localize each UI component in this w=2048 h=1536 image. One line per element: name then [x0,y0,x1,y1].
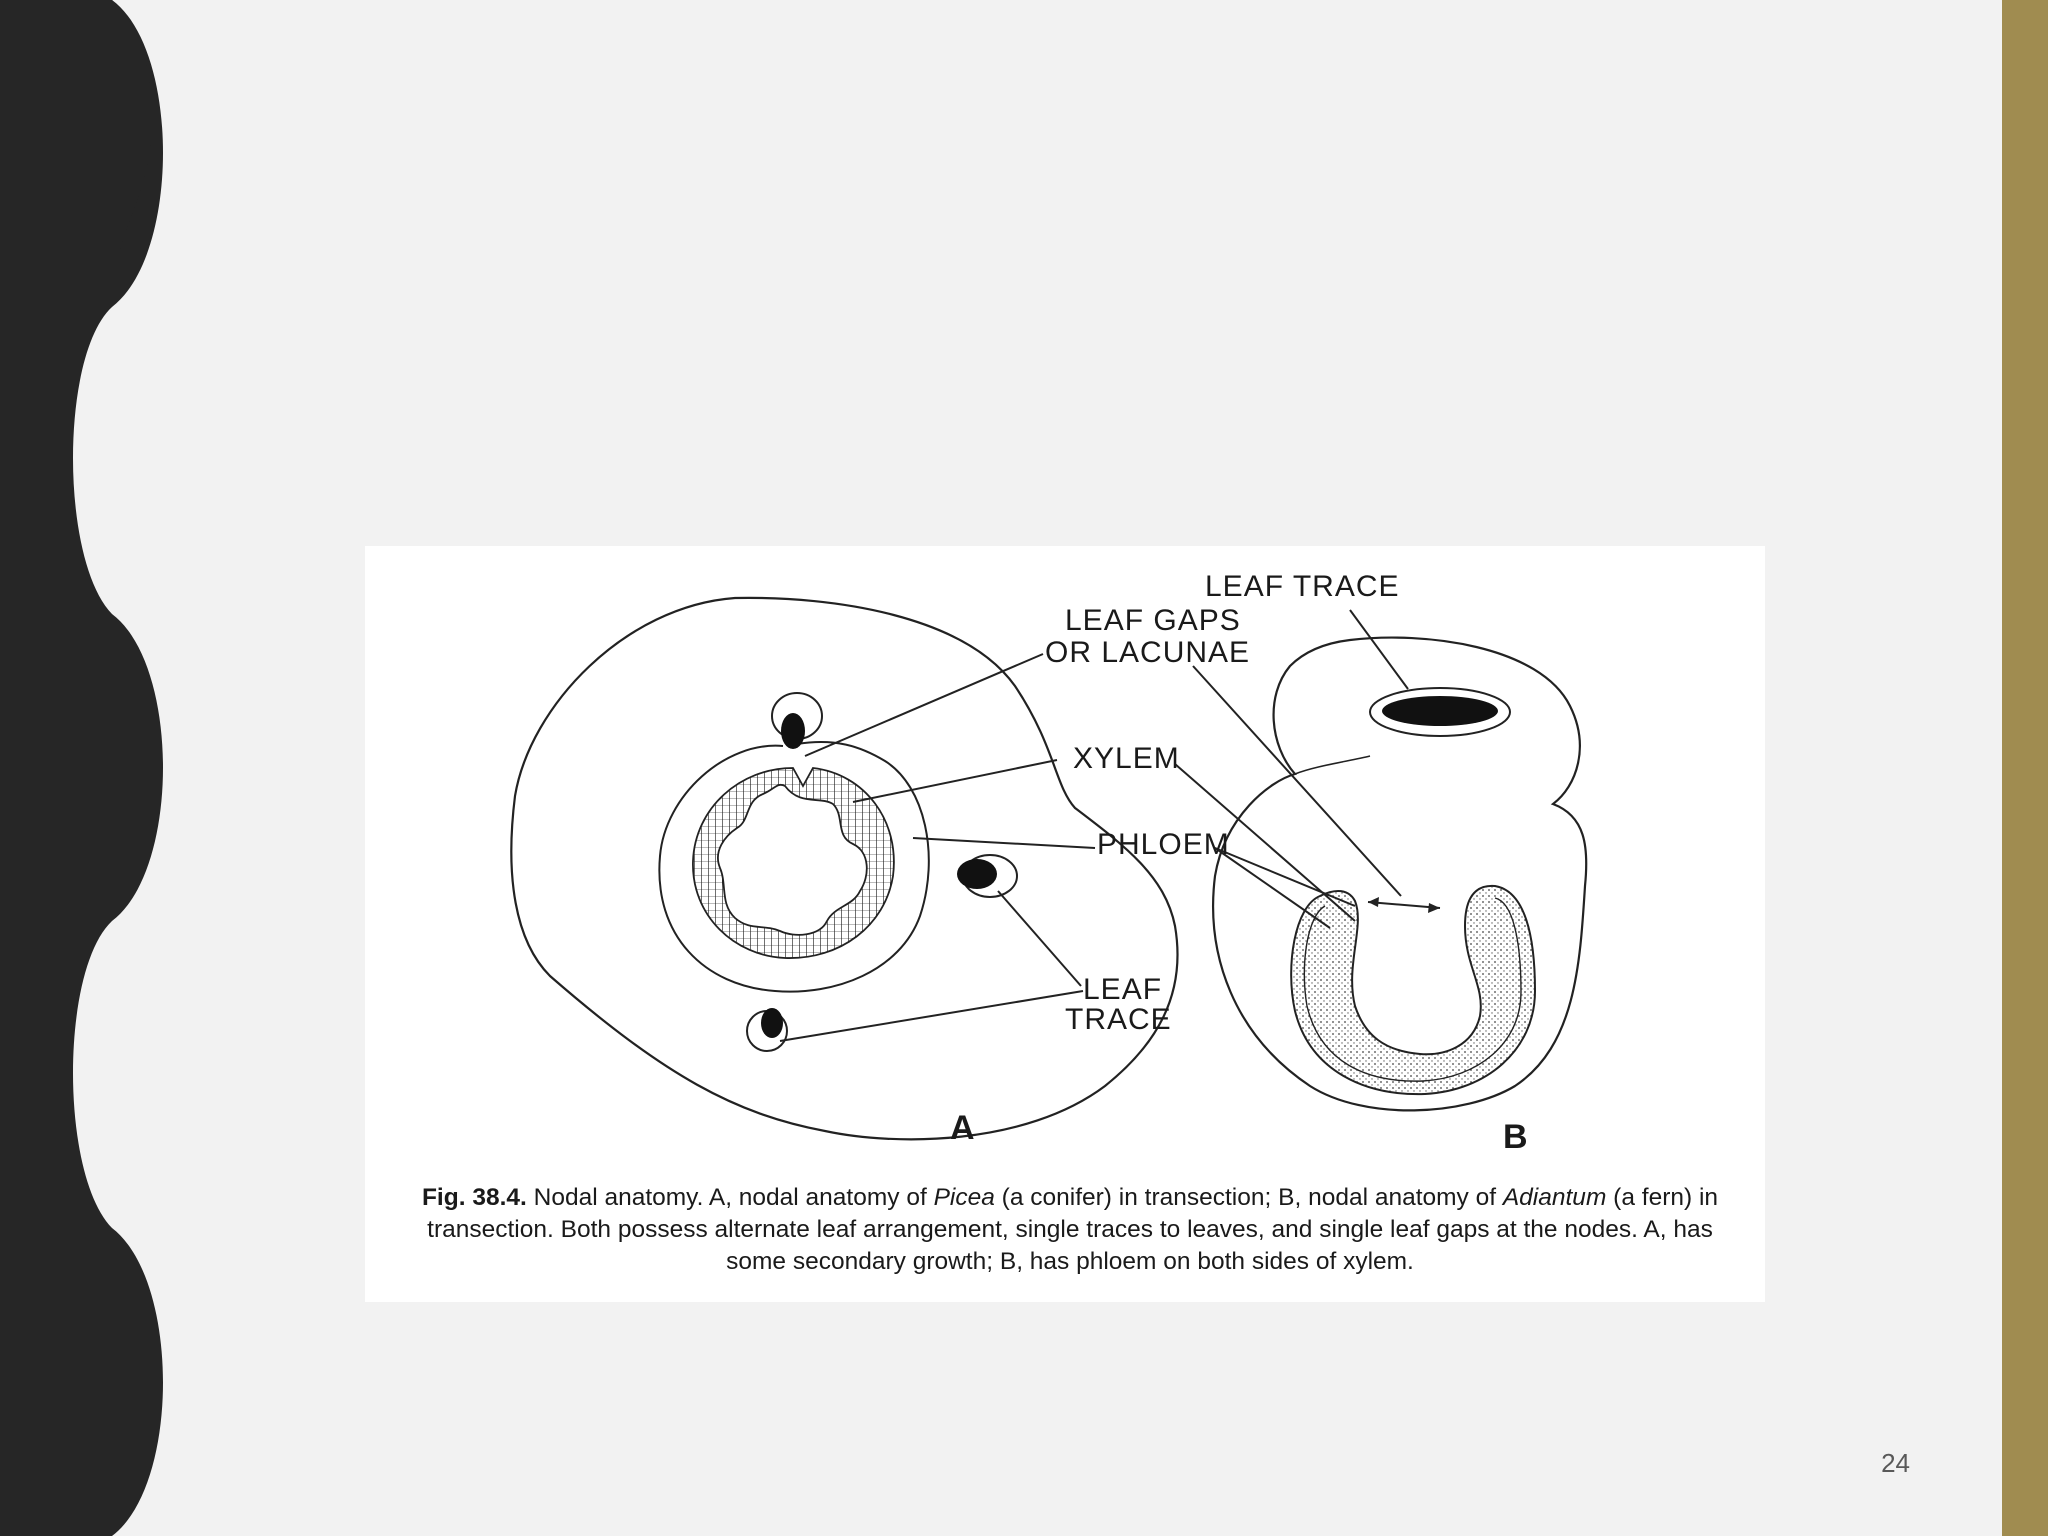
leaf-gap-arrow [1367,897,1441,913]
caption-genus1: Picea [933,1184,995,1211]
slide-page-number: 24 [1881,1448,1910,1478]
label-leaf-trace-line2: TRACE [1065,1003,1172,1036]
left-wave-decoration [0,0,163,1536]
leaf-trace-a-bottom [746,1008,788,1052]
figure-panel: LEAF TRACE LEAF GAPS OR LACUNAE XYLEM PH… [365,546,1765,1302]
stem-a-vascular-ring [658,741,930,993]
label-xylem: XYLEM [1073,742,1180,775]
caption-part1: Nodal anatomy. A, nodal anatomy of [526,1184,934,1211]
panel-label-b: B [1503,1118,1528,1156]
stem-a-outline [510,596,1179,1141]
panel-label-a: A [950,1109,975,1147]
leader-lines [779,609,1409,1042]
label-leaf-trace-top: LEAF TRACE [1205,570,1400,603]
right-accent-bar [2002,0,2048,1536]
caption-genus2: Adiantum [1502,1184,1607,1211]
figure-caption: Fig. 38.4. Nodal anatomy. A, nodal anato… [405,1182,1735,1278]
stem-b-vascular-horseshoe [1290,884,1537,1096]
label-leaf-trace-line1: LEAF [1083,973,1162,1006]
caption-part2: (a conifer) in transection; B, nodal ana… [994,1184,1503,1211]
leaf-trace-a-right [957,854,1018,898]
label-phloem: PHLOEM [1097,828,1230,861]
caption-fig-number: Fig. 38.4. [421,1184,527,1211]
label-leaf-gaps-line2: OR LACUNAE [1045,636,1250,669]
stem-b-outline [1212,636,1588,1112]
leaf-trace-a-top [771,692,823,749]
nodal-anatomy-diagram: LEAF TRACE LEAF GAPS OR LACUNAE XYLEM PH… [510,570,1588,1156]
caption-part3: (a fern) in transection. Both possess al… [427,1184,1719,1275]
leaf-trace-b-top [1369,687,1511,737]
label-leaf-gaps-line1: LEAF GAPS [1065,604,1241,637]
